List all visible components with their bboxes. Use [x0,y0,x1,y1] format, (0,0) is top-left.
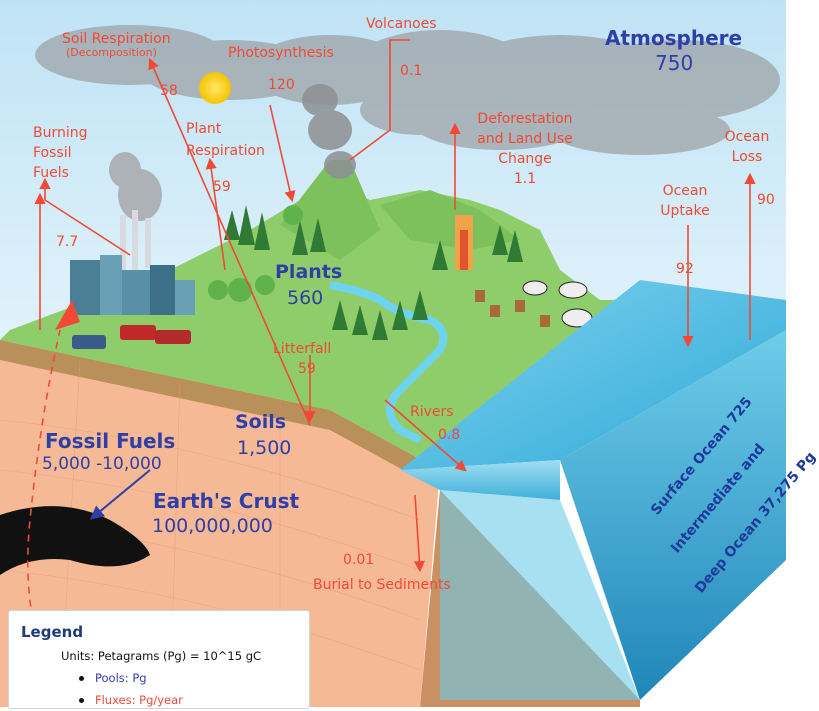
plant-respiration-value: 59 [213,179,231,195]
deforestation-line3: Change [498,151,552,167]
soil-respiration-sub: (Decomposition) [66,46,157,59]
photosynthesis-label: Photosynthesis [228,45,334,61]
burning-fossil-fuels-line3: Fuels [33,165,69,181]
earths-crust-value: 100,000,000 [152,515,273,537]
litterfall-value: 59 [298,361,316,377]
fossil-fuel-extraction-path [26,329,61,681]
soil-respiration-arrow [148,57,311,426]
legend-fluxes: Fluxes: Pg/year [95,693,183,707]
soils-label: Soils [235,411,287,433]
forest [224,205,523,340]
ocean-uptake-line1: Ocean [662,183,708,199]
litterfall-label: Litterfall [273,341,332,357]
ocean-loss-line1: Ocean [724,129,770,145]
volcanoes-value: 0.1 [400,63,423,79]
plants-label: Plants [275,261,343,283]
sun [199,72,231,104]
river [329,281,448,444]
cars [72,325,191,349]
extraction-arrowhead [55,300,80,330]
ocean-uptake-value: 92 [676,261,694,277]
photosynthesis-arrow [269,104,296,203]
ocean-loss-value: 90 [757,192,775,208]
burning-fossil-fuels-line1: Burning [33,125,88,141]
ocean-loss-line2: Loss [731,149,763,165]
soils-value: 1,500 [237,437,292,459]
rivers-label: Rivers [410,404,454,420]
burial-arrow [413,494,425,573]
round-trees [208,205,303,302]
volcanoes-arrow [349,39,410,161]
ocean-uptake-line2: Uptake [660,203,710,219]
earths-crust-label: Earth's Crust [153,489,300,513]
plant-respiration-line2: Respiration [186,143,265,159]
soil-respiration-value: 58 [160,83,178,99]
rivers-arrow [384,399,467,472]
soil-layer [0,340,440,490]
plant-respiration-line1: Plant [186,121,222,137]
atmosphere-value: 750 [655,51,694,75]
legend-pools-bullet-icon [79,676,84,681]
legend-box: Legend Units: Petagrams (Pg) = 10^15 gC … [8,610,310,709]
diagram-illustration [0,0,786,708]
deforestation-line1: Deforestation [477,111,573,127]
legend-fluxes-bullet-icon [79,698,84,703]
factory-smoke [109,152,162,221]
volcano [280,160,380,260]
deforestation-line2: and Land Use [477,131,573,147]
legend-pools: Pools: Pg [95,671,147,685]
atmosphere-label: Atmosphere [605,26,743,50]
fossil-fuels-pointer [89,469,151,520]
burning-fossil-fuels-value: 7.7 [56,234,79,250]
legend-title: Legend [21,623,84,641]
burial-value: 0.01 [343,552,375,568]
volcano-smoke [302,84,356,179]
ocean-side [560,330,786,700]
rivers-value: 0.8 [438,427,461,443]
deforestation-value: 1.1 [513,171,537,187]
volcanoes-label: Volcanoes [366,16,437,32]
flux-arrows [26,39,756,681]
cows [522,280,593,328]
ocean-surface [400,280,786,470]
legend-units: Units: Petagrams (Pg) = 10^15 gC [61,649,262,663]
ocean-depth-face [440,490,640,700]
fossil-fuels-value: 5,000 -10,000 [42,454,162,474]
land-surface [0,185,640,470]
burial-label: Burial to Sediments [313,577,451,593]
burning-fossil-fuels-line2: Fossil [33,145,72,161]
photosynthesis-value: 120 [268,77,295,93]
fossil-fuels-label: Fossil Fuels [45,429,176,453]
deforestation-fire [455,215,473,270]
plants-value: 560 [287,287,324,309]
plant-respiration-arrow [205,157,226,271]
fossil-fuel-deposit [0,506,150,575]
soil-respiration-label: Soil Respiration [62,31,171,47]
city [70,210,195,315]
tree-stumps [475,290,550,327]
hill [380,190,520,250]
